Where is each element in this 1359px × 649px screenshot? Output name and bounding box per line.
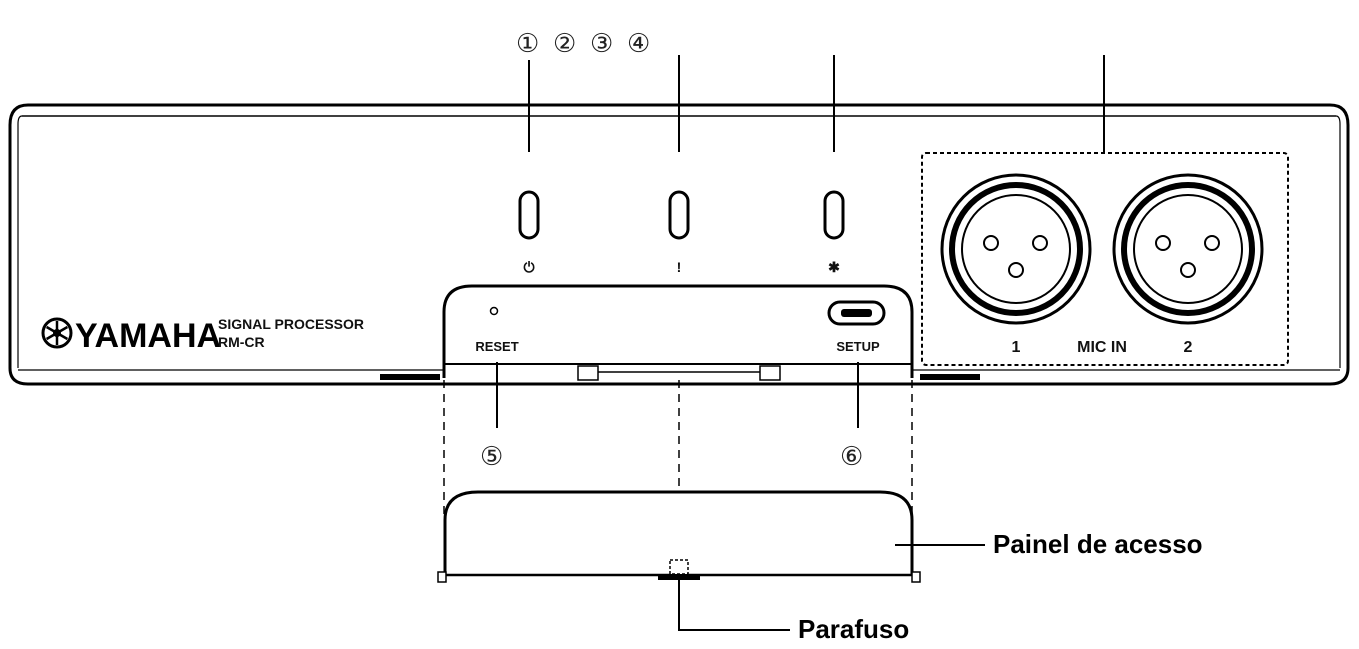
callout-number-6: ⑥ <box>840 442 863 472</box>
status-symbol-icon: ! <box>677 259 682 275</box>
callout-number-4: ④ <box>627 29 650 59</box>
mic-in-2-number: 2 <box>1184 339 1193 356</box>
setup-usb-port[interactable] <box>827 300 886 326</box>
setup-label: SETUP <box>836 339 880 354</box>
status-indicator <box>668 190 690 240</box>
bluetooth-indicator <box>823 190 845 240</box>
power-indicator <box>518 190 540 240</box>
mic-in-jack-2[interactable] <box>1112 173 1264 325</box>
access-panel-installed <box>442 284 914 381</box>
brand-name: YAMAHA <box>75 317 221 355</box>
access-panel-label: Painel de acesso <box>993 529 1203 559</box>
reset-hole[interactable] <box>489 306 499 316</box>
screw-leader-line <box>678 580 790 631</box>
reset-label: RESET <box>475 339 518 354</box>
indicator-leader-lines <box>528 55 1105 152</box>
panel-guide-lines <box>443 380 913 560</box>
mic-in-label: MIC IN <box>1077 339 1127 356</box>
product-line-2: RM-CR <box>218 334 265 350</box>
callout-number-3: ③ <box>590 29 613 59</box>
power-symbol-icon: ⏻ <box>523 259 534 275</box>
screw <box>658 559 700 580</box>
mic-in-1-number: 1 <box>1012 339 1021 356</box>
callout-number-1: ① <box>516 29 539 59</box>
mic-in-jack-1[interactable] <box>940 173 1092 325</box>
callout-number-2: ② <box>553 29 576 59</box>
callout-number-5: ⑤ <box>480 442 503 472</box>
product-line-1: SIGNAL PROCESSOR <box>218 316 364 332</box>
yamaha-logo <box>41 317 73 349</box>
mic-in-area <box>921 152 1289 366</box>
screw-label: Parafuso <box>798 614 909 644</box>
bluetooth-symbol-icon: ✱ <box>828 259 840 275</box>
